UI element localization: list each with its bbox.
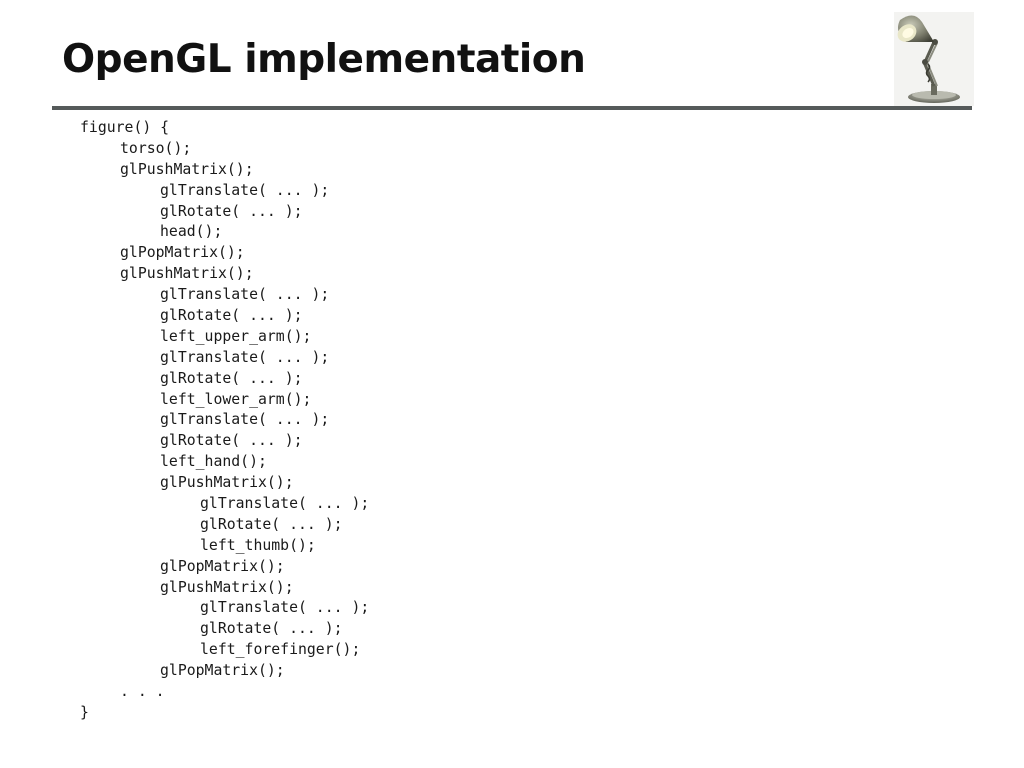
code-line: glPopMatrix();	[120, 244, 245, 262]
code-line: glRotate( ... );	[200, 515, 343, 533]
code-line: glPushMatrix();	[160, 474, 294, 492]
code-line: figure() {	[80, 119, 170, 136]
code-line: glPushMatrix();	[160, 578, 294, 596]
code-line: glPopMatrix();	[160, 662, 285, 680]
code-line: glRotate( ... );	[160, 432, 303, 450]
code-line: left_hand();	[160, 453, 267, 471]
code-line: glTranslate( ... );	[160, 348, 330, 366]
code-line: left_lower_arm();	[160, 390, 312, 408]
code-line: glTranslate( ... );	[160, 286, 330, 304]
code-line: glPushMatrix();	[120, 265, 254, 283]
code-line: glRotate( ... );	[160, 307, 303, 325]
code-line: glRotate( ... );	[200, 620, 343, 638]
code-line: glRotate( ... );	[160, 202, 303, 220]
code-line: glTranslate( ... );	[160, 181, 330, 199]
code-line: glPopMatrix();	[160, 557, 285, 575]
code-line: left_thumb();	[200, 536, 316, 554]
code-line: left_forefinger();	[200, 641, 361, 659]
code-line: }	[80, 703, 89, 721]
slide-title: OpenGL implementation	[62, 37, 586, 82]
title-divider	[52, 106, 972, 110]
desk-lamp-icon	[894, 12, 974, 106]
code-line: glRotate( ... );	[160, 369, 303, 387]
code-line: head();	[160, 223, 223, 241]
code-block: figure() { torso(); glPushMatrix(); glTrans…	[80, 118, 369, 724]
code-line: left_upper_arm();	[160, 327, 312, 345]
code-line: glTranslate( ... );	[200, 599, 370, 617]
code-line: glTranslate( ... );	[200, 495, 370, 513]
code-line: glTranslate( ... );	[160, 411, 330, 429]
code-line: . . .	[120, 683, 165, 701]
code-line: glPushMatrix();	[120, 160, 254, 178]
code-line: torso();	[120, 139, 192, 157]
